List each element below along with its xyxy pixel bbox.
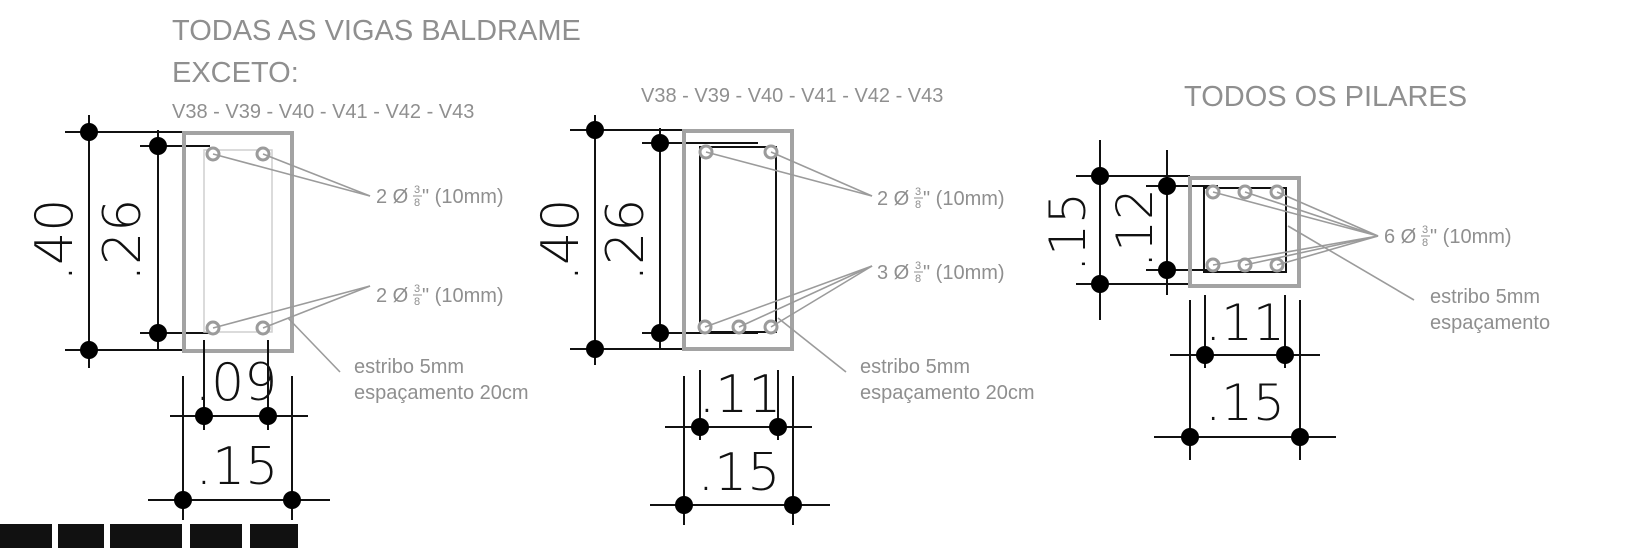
svg-text:8: 8 <box>414 197 420 209</box>
dimension-node <box>195 407 213 425</box>
svg-text:8: 8 <box>915 273 921 285</box>
section-1-stirrup <box>203 149 273 333</box>
svg-text:" (10mm): " (10mm) <box>923 262 1005 284</box>
svg-text:" (10mm): " (10mm) <box>1430 226 1512 248</box>
section-1-width-inner-dim: .09 <box>195 353 278 413</box>
section-2-outline <box>682 129 794 351</box>
svg-text:3: 3 <box>915 260 921 272</box>
dimension-node <box>149 324 167 342</box>
svg-text:3: 3 <box>1422 224 1428 236</box>
section-3-stirrup-label: estribo 5mm <box>1430 286 1540 308</box>
section-1-height-outer-dim: .40 <box>25 199 85 282</box>
section-1-width-outer-dim: .15 <box>196 437 279 497</box>
section-3-width-outer-dim: .15 <box>1205 374 1285 432</box>
section-3-height-inner-dim: .12 <box>1106 188 1164 268</box>
dimension-node <box>586 121 604 139</box>
cropped-heading-fragment <box>0 524 298 548</box>
section-2-stirrup-spacing: espaçamento 20cm <box>860 382 1035 404</box>
dimension-node <box>1091 167 1109 185</box>
section-3-rebar-label: 6 Ø 3 8 " (10mm) <box>1384 224 1512 249</box>
section-3-title: TODOS OS PILARES <box>1184 81 1467 113</box>
section-2-rebar-top-label: 2 Ø 3 8 " (10mm) <box>877 186 1005 211</box>
section-3-height-outer-dim: .15 <box>1039 192 1097 272</box>
section-3-stirrup-spacing: espaçamento <box>1430 312 1550 334</box>
dimension-node <box>651 324 669 342</box>
section-1-height-inner-dim: .26 <box>93 199 153 282</box>
svg-text:" (10mm): " (10mm) <box>923 188 1005 210</box>
dimension-node <box>675 496 693 514</box>
section-1-stirrup-spacing: espaçamento 20cm <box>354 382 529 404</box>
dimension-node <box>691 418 709 436</box>
section-3-column: TODOS OS PILARES .15 .12 6 Ø 3 <box>1039 81 1550 460</box>
section-1-beam-list: V38 - V39 - V40 - V41 - V42 - V43 <box>172 101 474 123</box>
dimension-node <box>80 123 98 141</box>
section-1-beam: TODAS AS VIGAS BALDRAME EXCETO: V38 - V3… <box>25 15 581 520</box>
dimension-node <box>769 418 787 436</box>
dimension-node <box>784 496 802 514</box>
svg-text:3 Ø: 3 Ø <box>877 262 909 284</box>
dimension-node <box>1276 346 1294 364</box>
section-2-height-inner-dim: .26 <box>596 199 656 282</box>
dimension-node <box>149 137 167 155</box>
section-1-title-line2: EXCETO: <box>172 57 299 89</box>
section-2-beam-list: V38 - V39 - V40 - V41 - V42 - V43 <box>641 85 943 107</box>
dimension-node <box>259 407 277 425</box>
svg-text:8: 8 <box>414 296 420 308</box>
section-1-rebar-bottom-label: 2 Ø 3 8 " (10mm) <box>376 283 504 308</box>
section-2-rebar-bottom-label: 3 Ø 3 8 " (10mm) <box>877 260 1005 285</box>
dimension-node <box>174 491 192 509</box>
section-2-height-outer-dim: .40 <box>531 199 591 282</box>
dimension-node <box>1158 261 1176 279</box>
dimension-node <box>1158 177 1176 195</box>
section-1-stirrup-label: estribo 5mm <box>354 356 464 378</box>
section-2-beam: V38 - V39 - V40 - V41 - V42 - V43 .40 .2… <box>531 85 1035 525</box>
section-2-width-inner-dim: .11 <box>699 365 782 425</box>
svg-text:8: 8 <box>915 199 921 211</box>
dimension-node <box>1291 428 1309 446</box>
dimension-node <box>586 340 604 358</box>
section-2-width-outer-dim: .15 <box>698 443 781 503</box>
dimension-node <box>1091 275 1109 293</box>
svg-text:3: 3 <box>414 283 420 295</box>
svg-text:3: 3 <box>915 186 921 198</box>
dimension-node <box>1196 346 1214 364</box>
dimension-node <box>283 491 301 509</box>
section-3-width-inner-dim: .11 <box>1205 294 1285 352</box>
dimension-node <box>1181 428 1199 446</box>
section-1-rebar-top-label: 2 Ø 3 8 " (10mm) <box>376 184 504 209</box>
svg-text:8: 8 <box>1422 237 1428 249</box>
svg-text:6 Ø: 6 Ø <box>1384 226 1416 248</box>
svg-text:2 Ø: 2 Ø <box>376 186 408 208</box>
section-2-stirrup-label: estribo 5mm <box>860 356 970 378</box>
dimension-node <box>651 134 669 152</box>
svg-text:" (10mm): " (10mm) <box>422 186 504 208</box>
svg-text:2 Ø: 2 Ø <box>877 188 909 210</box>
svg-text:3: 3 <box>414 184 420 196</box>
svg-text:" (10mm): " (10mm) <box>422 285 504 307</box>
dimension-node <box>80 341 98 359</box>
section-1-title-line1: TODAS AS VIGAS BALDRAME <box>172 15 581 47</box>
svg-text:2 Ø: 2 Ø <box>376 285 408 307</box>
section-2-stirrup <box>699 146 777 333</box>
section-1-outline <box>182 131 294 353</box>
